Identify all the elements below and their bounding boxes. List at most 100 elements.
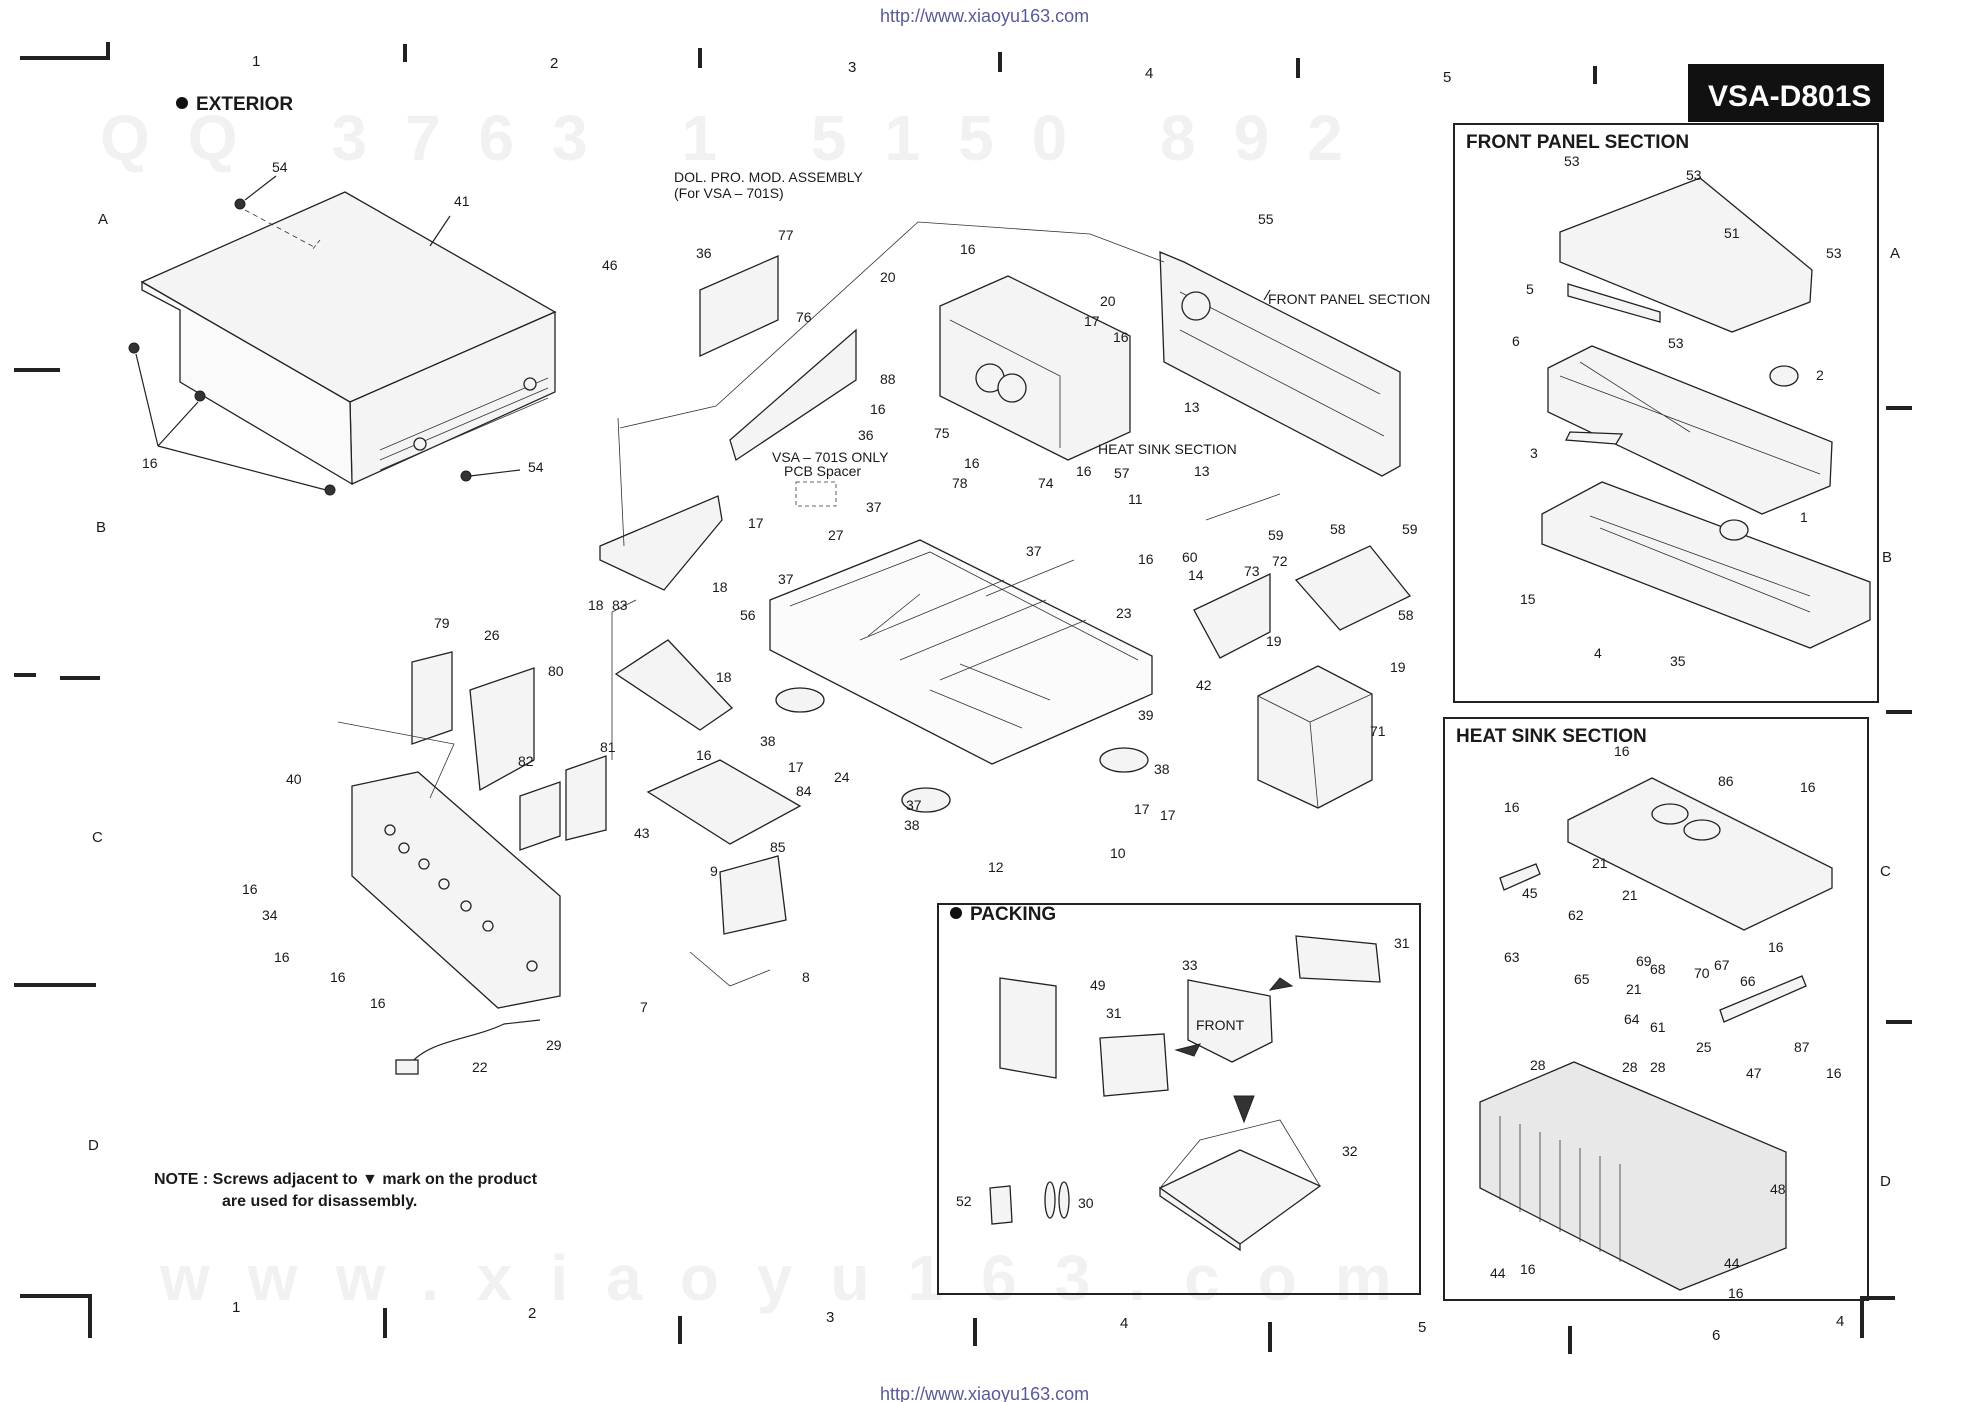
callout-label: 16 <box>330 969 346 985</box>
callout-label: 1 <box>1800 509 1808 525</box>
callout-label: 47 <box>1746 1065 1762 1081</box>
callout-label: 35 <box>1670 653 1686 669</box>
callout-label: 16 <box>1800 779 1816 795</box>
callout-label: 48 <box>1770 1181 1786 1197</box>
callout-label: 86 <box>1718 773 1734 789</box>
pcb-boards <box>411 255 1412 935</box>
callout-label: 64 <box>1624 1011 1640 1027</box>
callout-label: 31 <box>1106 1005 1122 1021</box>
footer-url[interactable]: http://www.xiaoyu163.com <box>880 1384 1089 1402</box>
front-panel-section-box <box>1453 123 1879 703</box>
callout-label: 28 <box>1622 1059 1638 1075</box>
callout-label: 16 <box>1728 1285 1744 1301</box>
grid-row-right-d: D <box>1880 1173 1891 1190</box>
grid-col-bottom-6: 6 <box>1712 1327 1720 1344</box>
grid-col-bottom-5: 5 <box>1418 1319 1426 1336</box>
callout-label: 33 <box>1182 957 1198 973</box>
callout-label: 40 <box>286 771 302 787</box>
callout-label: 16 <box>274 949 290 965</box>
callout-label: 34 <box>262 907 278 923</box>
arrow-icon <box>1268 977 1294 991</box>
front-panel-assembly <box>1159 251 1401 477</box>
callout-label: 15 <box>1520 591 1536 607</box>
callout-label: 59 <box>1268 527 1284 543</box>
callout-label: 79 <box>434 615 450 631</box>
grid-row-left-d: D <box>88 1137 99 1154</box>
callout-label: 13 <box>1184 399 1200 415</box>
callout-label: 73 <box>1244 563 1260 579</box>
front-box-text: FRONT <box>1196 1017 1245 1033</box>
callout-label: 69 <box>1636 953 1652 969</box>
callout-label: 31 <box>1394 935 1410 951</box>
callout-label: 16 <box>1768 939 1784 955</box>
callout-label: 17 <box>1134 801 1150 817</box>
callout-label: 28 <box>1530 1057 1546 1073</box>
callout-label: 16 <box>142 455 158 471</box>
callout-label: 67 <box>1714 957 1730 973</box>
callout-label: 78 <box>952 475 968 491</box>
vsa-only-label: VSA – 701S ONLY <box>772 449 889 465</box>
transformer <box>1257 665 1373 809</box>
callout-label: 77 <box>778 227 794 243</box>
arrow-icon <box>1174 1043 1201 1057</box>
front-panel-callout: FRONT PANEL SECTION <box>1268 291 1430 307</box>
callout-label: 5 <box>1526 281 1534 297</box>
callout-label: 2 <box>1816 367 1824 383</box>
assembly-dashed-lines <box>337 221 1281 987</box>
callout-label: 38 <box>1154 761 1170 777</box>
callout-label: 58 <box>1330 521 1346 537</box>
exterior-screws <box>128 175 521 496</box>
callouts-exterior: 54 41 16 54 <box>142 159 544 475</box>
callout-label: 7 <box>640 999 648 1015</box>
callout-label: 17 <box>1084 313 1100 329</box>
heat-sink-section-parts <box>1479 777 1833 1291</box>
callout-label: 9 <box>710 863 718 879</box>
callout-label: 25 <box>1696 1039 1712 1055</box>
callout-label: 16 <box>1076 463 1092 479</box>
callout-label: 16 <box>960 241 976 257</box>
callout-label: 16 <box>1504 799 1520 815</box>
callout-label: 13 <box>1194 463 1210 479</box>
callout-label: 16 <box>1113 329 1129 345</box>
background-watermark: QQ 3763 1 5150 892 www.xiaoyu163.com <box>100 102 1392 1314</box>
callout-label: 62 <box>1568 907 1584 923</box>
grid-labels-top: 1 2 3 4 5 <box>252 53 1451 86</box>
model-name: VSA-D801S <box>1708 80 1871 113</box>
grid-col-top-4: 4 <box>1145 65 1153 82</box>
callout-label: 16 <box>964 455 980 471</box>
callout-label: 16 <box>870 401 886 417</box>
callout-label: 71 <box>1370 723 1386 739</box>
grid-col-bottom-1: 1 <box>232 1299 240 1316</box>
callout-label: 85 <box>770 839 786 855</box>
grid-labels-bottom: 1 2 3 4 5 6 4 <box>232 1299 1844 1344</box>
callout-label: 72 <box>1272 553 1288 569</box>
svg-text:892: 892 <box>1160 102 1381 174</box>
heat-sink-section-box <box>1443 717 1869 1301</box>
callout-label: 87 <box>1794 1039 1810 1055</box>
callout-label: 45 <box>1522 885 1538 901</box>
grid-labels-rows: A B C D A B C D <box>88 211 1900 1190</box>
callout-label: 12 <box>988 859 1004 875</box>
callout-label: 18 <box>588 597 604 613</box>
callout-label: 17 <box>788 759 804 775</box>
packing-section-title: PACKING <box>970 904 1056 925</box>
callout-label: 18 <box>716 669 732 685</box>
remote-control <box>989 1185 1013 1225</box>
header-url[interactable]: http://www.xiaoyu163.com <box>880 6 1089 26</box>
callout-label: 16 <box>1138 551 1154 567</box>
callout-label: 28 <box>1650 1059 1666 1075</box>
power-cord <box>395 1019 541 1075</box>
callout-label: 74 <box>1038 475 1054 491</box>
battery <box>1058 1181 1070 1219</box>
callout-label: 10 <box>1110 845 1126 861</box>
heat-sink-section-title: HEAT SINK SECTION <box>1456 726 1647 747</box>
callout-label: 61 <box>1650 1019 1666 1035</box>
callout-label: 46 <box>602 257 618 273</box>
grid-row-left-a: A <box>98 211 108 228</box>
callout-label: 18 <box>712 579 728 595</box>
callout-label: 6 <box>1512 333 1520 349</box>
